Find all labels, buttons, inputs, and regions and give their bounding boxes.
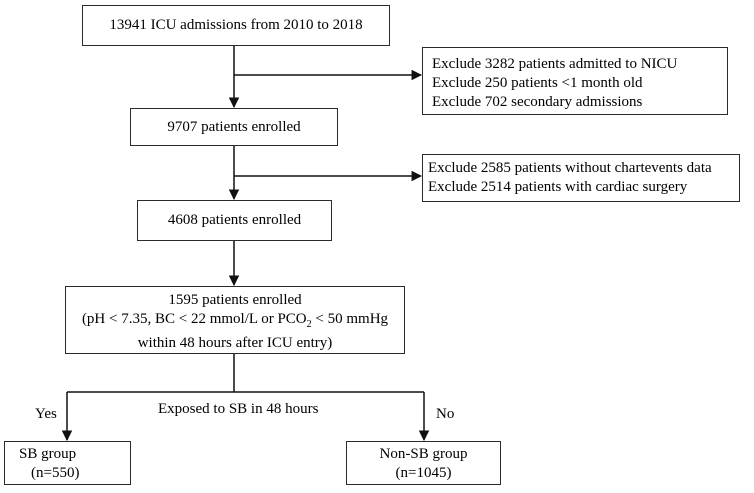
non-sb-group-n: (n=1045) (395, 465, 452, 481)
non-sb-group-name: Non-SB group (379, 446, 468, 462)
step-4-line-3: within 48 hours after ICU entry) (137, 335, 333, 351)
step-4-line-2-end: < 50 mmHg (311, 311, 389, 327)
exclusion-box-2: Exclude 2585 patients without chartevent… (422, 154, 740, 202)
step-4-line-1: 1595 patients enrolled (168, 292, 302, 308)
sb-group-name: SB group (19, 446, 77, 462)
step-3-text: 4608 patients enrolled (167, 212, 302, 228)
step-3-box: 4608 patients enrolled (137, 200, 332, 241)
no-label: No (436, 406, 455, 422)
exclusion-2-line-1: Exclude 2585 patients without chartevent… (428, 160, 712, 176)
exclusion-2-line-2: Exclude 2514 patients with cardiac surge… (428, 179, 688, 195)
exclusion-1-line-3: Exclude 702 secondary admissions (432, 94, 643, 110)
step-4-line-2-text: (pH < 7.35, BC < 22 mmol/L or PCO (81, 311, 307, 327)
exclusion-box-1: Exclude 3282 patients admitted to NICU E… (422, 47, 728, 115)
yes-label: Yes (35, 406, 57, 422)
sb-group-box: SB group (n=550) (4, 441, 131, 485)
exclusion-1-line-1: Exclude 3282 patients admitted to NICU (432, 56, 678, 72)
non-sb-group-box: Non-SB group (n=1045) (346, 441, 501, 485)
sb-group-n: (n=550) (31, 465, 80, 481)
start-text: 13941 ICU admissions from 2010 to 2018 (109, 17, 363, 33)
start-box: 13941 ICU admissions from 2010 to 2018 (82, 5, 390, 46)
split-label: Exposed to SB in 48 hours (158, 401, 319, 417)
step-4-line-2: (pH < 7.35, BC < 22 mmol/L or PCO2 < 50 … (66, 310, 404, 334)
step-2-box: 9707 patients enrolled (130, 108, 338, 146)
step-4-subscript: 2 (306, 319, 312, 330)
step-2-text: 9707 patients enrolled (167, 119, 301, 135)
step-4-box: 1595 patients enrolled (pH < 7.35, BC < … (65, 286, 405, 354)
exclusion-1-line-2: Exclude 250 patients <1 month old (432, 75, 643, 91)
